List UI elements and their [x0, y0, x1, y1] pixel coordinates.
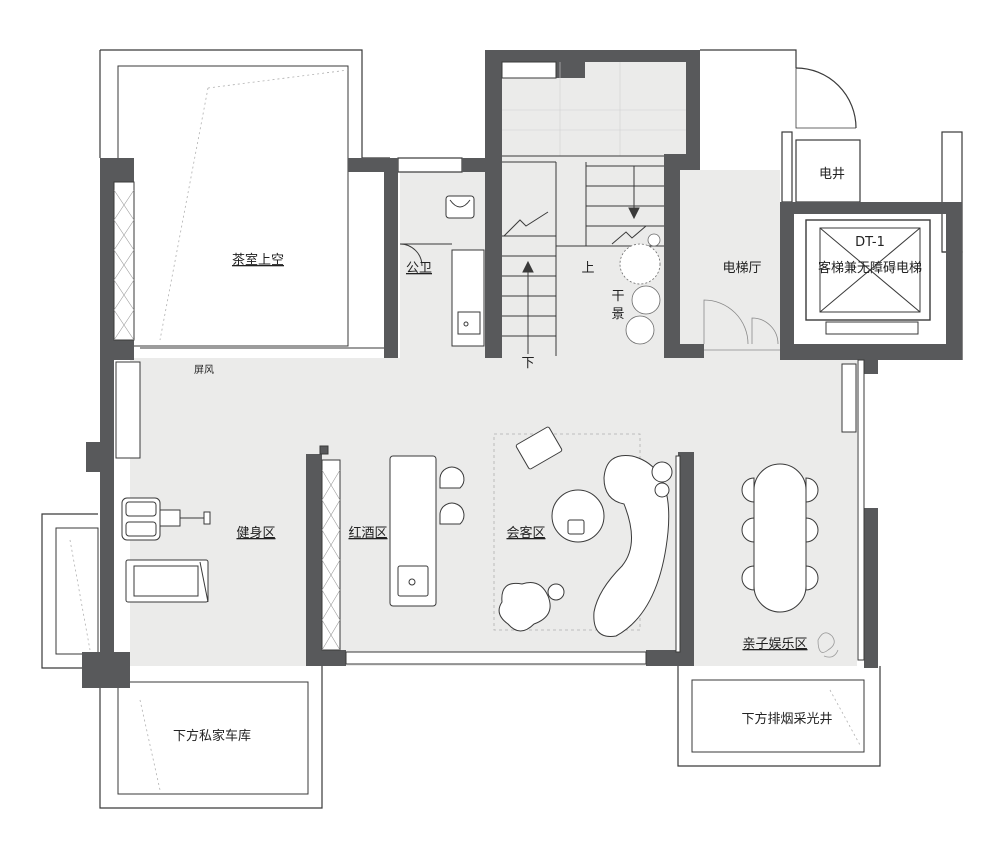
- elevator-car: [805, 219, 931, 335]
- label-lightwell-below: 下方排烟采光井: [741, 711, 832, 727]
- screen-partition: [115, 361, 141, 459]
- label-elevator-code: DT-1: [855, 235, 885, 250]
- staircase: [501, 61, 686, 356]
- window-hatch: [113, 189, 341, 651]
- labels: 茶室上空 公卫 屏风 上 下 干 景 电梯厅 电井 DT-1 客梯兼无障碍电梯 …: [173, 167, 922, 744]
- toilet-fixtures: [399, 195, 485, 347]
- label-tea-room-void: 茶室上空: [232, 252, 284, 268]
- label-public-toilet: 公卫: [406, 261, 432, 276]
- label-garage-below: 下方私家车库: [173, 728, 251, 744]
- gym-equipment: [121, 497, 211, 603]
- label-dry-landscape-2: 景: [611, 307, 624, 322]
- void-dash: [69, 69, 861, 791]
- label-elevator-hall: 电梯厅: [722, 261, 761, 276]
- label-elevator-name: 客梯兼无障碍电梯: [818, 260, 922, 276]
- dry-landscape: [619, 233, 661, 345]
- walls: [82, 50, 962, 688]
- wine-bar: [319, 445, 465, 607]
- label-electric-shaft: 电井: [819, 167, 845, 182]
- label-stair-up: 上: [581, 261, 594, 276]
- label-screen: 屏风: [194, 364, 214, 376]
- label-reception-area: 会客区: [506, 525, 545, 541]
- reception-furniture: [493, 426, 673, 637]
- label-dry-landscape-1: 干: [611, 289, 624, 304]
- label-gym-area: 健身区: [236, 525, 275, 541]
- label-stair-down: 下: [521, 356, 534, 371]
- family-table: [741, 363, 857, 613]
- label-family-area: 亲子娱乐区: [742, 637, 807, 652]
- floor-fill: [130, 62, 857, 666]
- label-wine-area: 红酒区: [348, 525, 387, 541]
- decor-plant: [817, 632, 839, 658]
- hall-doors: [703, 299, 780, 351]
